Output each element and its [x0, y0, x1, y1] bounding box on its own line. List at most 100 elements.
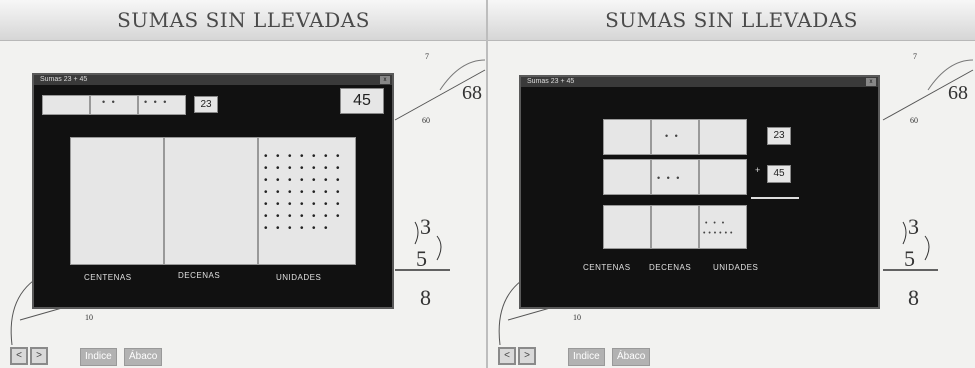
- plus-sign: +: [755, 165, 763, 175]
- unit-token-icon: •: [300, 175, 304, 186]
- unit-token-icon: •: [312, 175, 316, 186]
- unit-token-icon: •: [300, 211, 304, 222]
- result-units: [699, 205, 747, 249]
- addend-a-box: 23: [194, 96, 218, 113]
- unit-token-icon: •: [324, 163, 328, 174]
- row2-tens: [651, 159, 699, 195]
- unit-token-icon: •: [312, 211, 316, 222]
- side-fraction-numerator: 3: [908, 214, 919, 239]
- side-result-8: 8: [420, 285, 431, 310]
- close-icon[interactable]: x: [866, 78, 876, 86]
- unit-token-icon: •: [264, 199, 268, 210]
- unit-token-icon: •: [288, 211, 292, 222]
- side-fraction-denominator: 5: [904, 246, 915, 271]
- tens-column[interactable]: [164, 137, 258, 265]
- top-cell-hundreds: [42, 95, 90, 115]
- unit-token-icon: •: [288, 187, 292, 198]
- unit-token-icon: •: [336, 211, 340, 222]
- row1-tens-dots: • •: [665, 131, 680, 141]
- hundreds-column[interactable]: [70, 137, 164, 265]
- label-unidades: UNIDADES: [276, 273, 322, 282]
- unit-token-icon: •: [288, 223, 292, 234]
- unit-token-icon: •: [276, 175, 280, 186]
- prev-arrow-icon[interactable]: <: [10, 347, 28, 365]
- unit-token-icon: •: [312, 199, 316, 210]
- unit-token-icon: •: [324, 223, 328, 234]
- unit-token-icon: •: [336, 187, 340, 198]
- row1-tens: [651, 119, 699, 155]
- unit-token-icon: •: [312, 163, 316, 174]
- label-unidades: UNIDADES: [713, 263, 759, 272]
- unit-token-icon: •: [300, 151, 304, 162]
- unit-token-icon: •: [288, 175, 292, 186]
- close-icon[interactable]: x: [380, 76, 390, 84]
- abacus-window: Sumas 23 + 45 x • • • • • 23 45 ••••••••…: [32, 73, 394, 309]
- unit-token-icon: •: [300, 223, 304, 234]
- prev-arrow-icon[interactable]: <: [498, 347, 516, 365]
- abacus-button[interactable]: Ábaco: [124, 348, 163, 366]
- result-units-dots-bottom: • • • • • •: [703, 230, 733, 237]
- unit-token-icon: •: [264, 175, 268, 186]
- next-arrow-icon[interactable]: >: [30, 347, 48, 365]
- unit-token-icon: •: [276, 163, 280, 174]
- side-number-10: 10: [573, 313, 581, 322]
- unit-token-icon: •: [288, 199, 292, 210]
- unit-token-icon: •: [264, 151, 268, 162]
- unit-token-icon: •: [288, 163, 292, 174]
- unit-token-icon: •: [264, 163, 268, 174]
- top-units-dots: • • •: [144, 97, 169, 107]
- top-cell-units: [138, 95, 186, 115]
- row1-hundreds: [603, 119, 651, 155]
- unit-token-icon: •: [324, 187, 328, 198]
- side-result-8: 8: [908, 285, 919, 310]
- right-panel: SUMAS SIN LLEVADAS 7 68 60 3 5 8 10 Suma…: [488, 0, 975, 368]
- unit-token-icon: •: [336, 163, 340, 174]
- unit-token-icon: •: [264, 187, 268, 198]
- unit-token-icon: •: [336, 199, 340, 210]
- row2-hundreds: [603, 159, 651, 195]
- sum-line: [751, 197, 799, 199]
- addend-b-box: 45: [340, 88, 384, 114]
- unit-token-icon: •: [336, 175, 340, 186]
- window-title: Sumas 23 + 45: [521, 77, 878, 87]
- side-fraction-denominator: 5: [416, 246, 427, 271]
- result-units-dots-top: • • •: [705, 220, 727, 227]
- units-column[interactable]: [258, 137, 356, 265]
- top-cell-tens: [90, 95, 138, 115]
- side-number-small: 7: [913, 52, 917, 61]
- addend-b-box: 45: [767, 165, 791, 183]
- index-button[interactable]: Indice: [80, 348, 117, 366]
- unit-token-icon: •: [300, 199, 304, 210]
- abacus-button[interactable]: Ábaco: [612, 348, 651, 366]
- unit-token-icon: •: [312, 151, 316, 162]
- side-number-small: 7: [425, 52, 429, 61]
- side-number-10: 10: [85, 313, 93, 322]
- unit-token-icon: •: [300, 163, 304, 174]
- unit-token-icon: •: [264, 223, 268, 234]
- label-decenas: DECENAS: [649, 263, 692, 272]
- addition-window: Sumas 23 + 45 x • • 23 • • • + 45 • • • …: [519, 75, 880, 309]
- unit-token-icon: •: [324, 199, 328, 210]
- top-tens-dots: • •: [102, 97, 117, 107]
- page-title: SUMAS SIN LLEVADAS: [488, 0, 975, 41]
- label-centenas: CENTENAS: [583, 263, 631, 272]
- unit-token-icon: •: [312, 187, 316, 198]
- addend-a-box: 23: [767, 127, 791, 145]
- window-title: Sumas 23 + 45: [34, 75, 392, 85]
- unit-token-icon: •: [300, 187, 304, 198]
- row1-units: [699, 119, 747, 155]
- label-centenas: CENTENAS: [84, 273, 132, 282]
- next-arrow-icon[interactable]: >: [518, 347, 536, 365]
- unit-token-icon: •: [336, 151, 340, 162]
- page-title: SUMAS SIN LLEVADAS: [0, 0, 487, 41]
- label-decenas: DECENAS: [178, 271, 221, 280]
- index-button[interactable]: Indice: [568, 348, 605, 366]
- side-number-68: 68: [948, 82, 968, 104]
- result-tens: [651, 205, 699, 249]
- unit-token-icon: •: [312, 223, 316, 234]
- unit-token-icon: •: [324, 151, 328, 162]
- side-number-68: 68: [462, 82, 482, 104]
- left-panel: SUMAS SIN LLEVADAS 7 68 60 3 5 8 10 Suma…: [0, 0, 487, 368]
- unit-token-icon: •: [276, 211, 280, 222]
- row2-units: [699, 159, 747, 195]
